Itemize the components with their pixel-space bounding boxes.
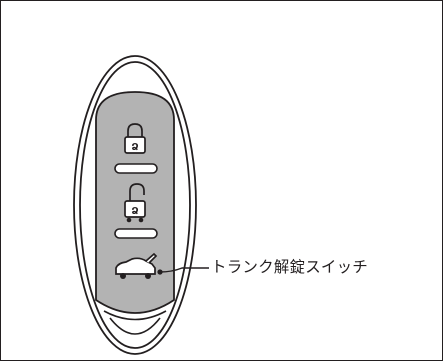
trunk-button[interactable] (104, 242, 166, 292)
key-fob-body (73, 55, 197, 355)
button-separators (114, 163, 158, 239)
trunk-icon (115, 252, 158, 279)
unlock-icon: Ձ (124, 183, 146, 223)
svg-text:Ձ: Ձ (131, 142, 138, 153)
lock-icon: Ձ (124, 123, 146, 154)
callout-leader (157, 267, 209, 275)
key-fob-bottom-tip (103, 310, 167, 335)
unlock-button[interactable]: Ձ (104, 176, 166, 226)
trunk-unlock-switch-label: トランク解錠スイッチ (211, 258, 369, 276)
lock-button[interactable]: Ձ (104, 108, 166, 160)
svg-text:Ձ: Ձ (131, 206, 138, 217)
